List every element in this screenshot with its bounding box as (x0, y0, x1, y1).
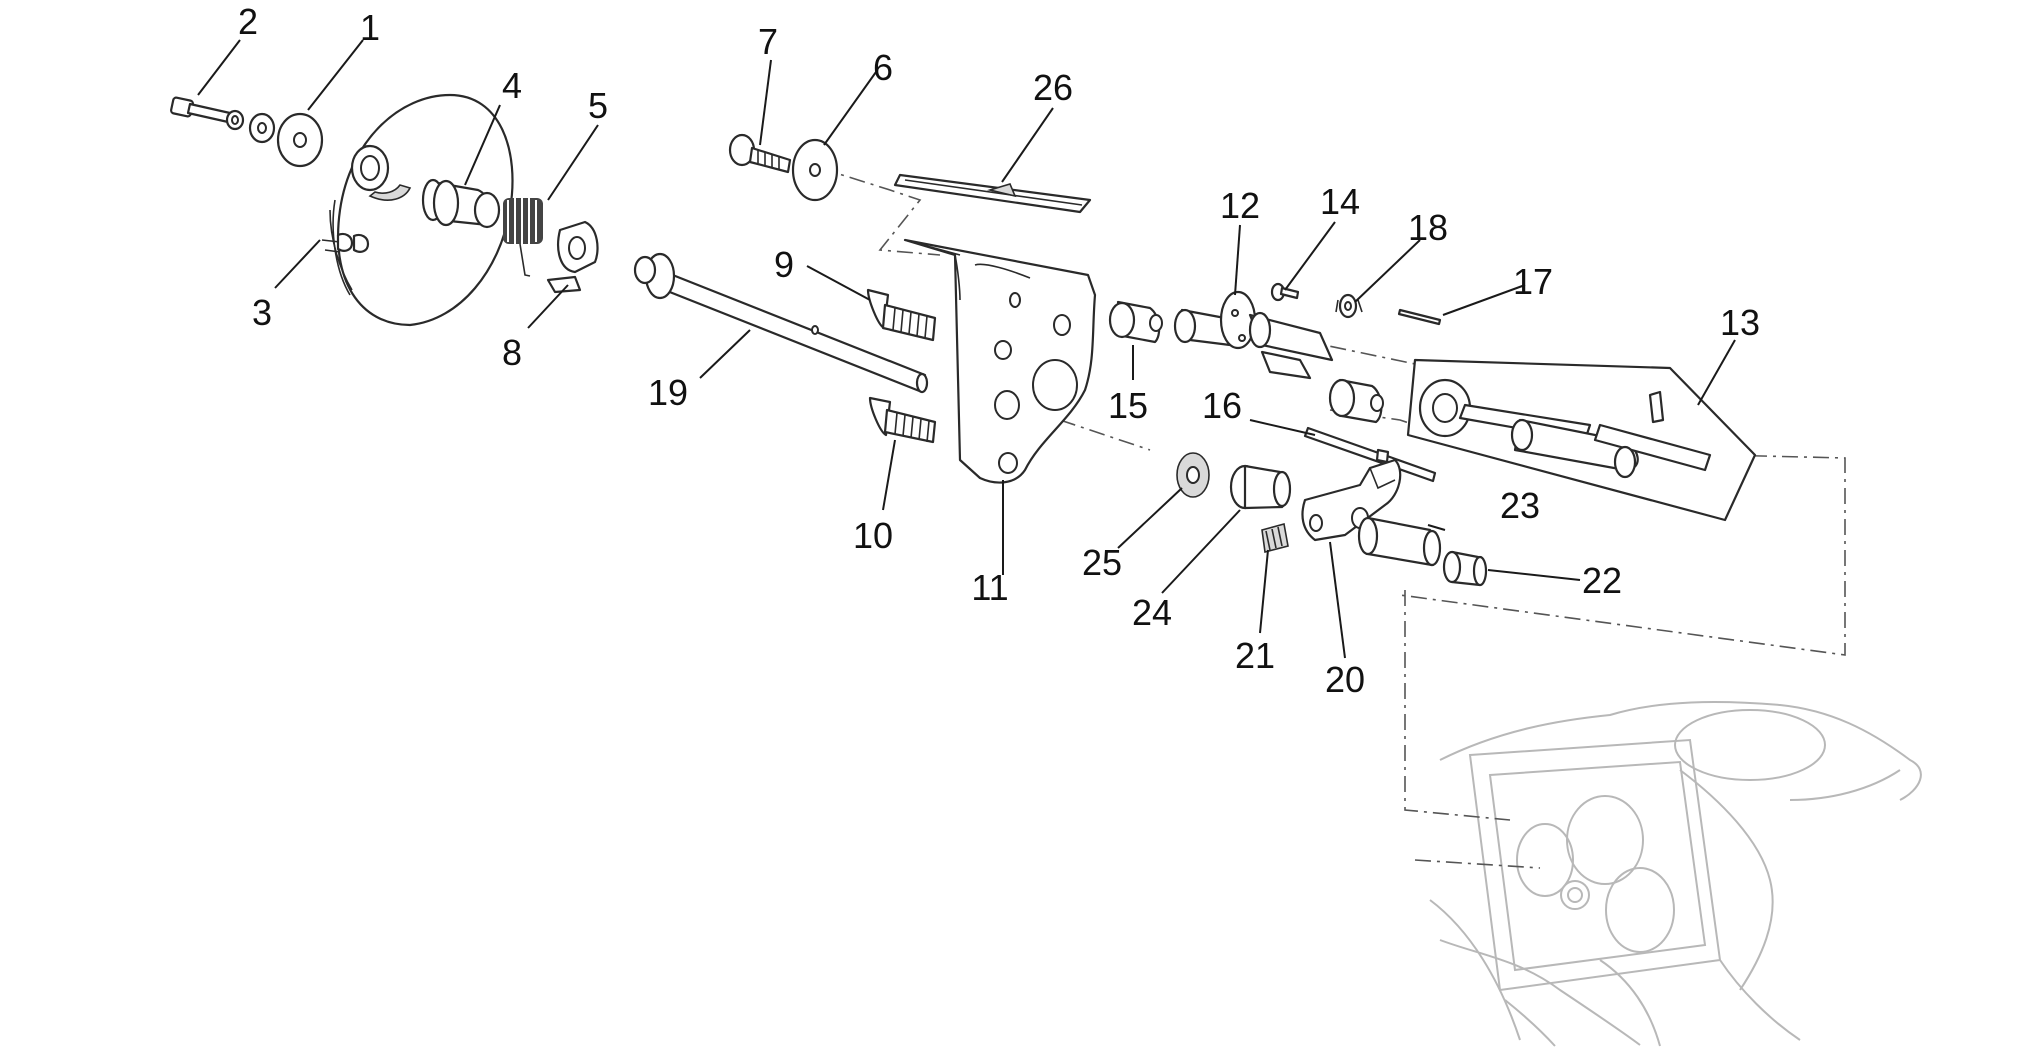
callout-17: 17 (1513, 261, 1553, 302)
alignment-lines (819, 167, 1846, 869)
part-24-bush (1229, 464, 1292, 510)
part-21-set-screw (1261, 522, 1289, 554)
part-22-bush (1442, 550, 1488, 587)
callout-15: 15 (1108, 385, 1148, 426)
part-25-washer (1176, 452, 1210, 498)
part-18-clip (1335, 293, 1363, 319)
part-10-screw (868, 396, 937, 444)
callout-25: 25 (1082, 542, 1122, 583)
callout-11: 11 (971, 567, 1008, 608)
engine-block-ghost (1429, 701, 1922, 1047)
callout-labels: 1 2 3 4 5 6 7 8 9 10 11 12 13 14 15 16 1… (238, 1, 1760, 700)
callout-10: 10 (853, 515, 893, 556)
callout-20: 20 (1325, 659, 1365, 700)
part-5-spring (503, 198, 543, 277)
callout-9: 9 (774, 244, 794, 285)
part-12-flanged-sleeve (1173, 290, 1334, 380)
callout-21: 21 (1235, 635, 1275, 676)
part-19-shaft (633, 252, 929, 394)
callout-8: 8 (502, 332, 522, 373)
part-26-gasket (893, 173, 1092, 214)
callout-4: 4 (502, 65, 522, 106)
callout-12: 12 (1220, 185, 1260, 226)
callout-16: 16 (1202, 385, 1242, 426)
part-6-7-washer-bolt (728, 133, 839, 202)
callout-24: 24 (1132, 592, 1172, 633)
callout-1: 1 (360, 7, 380, 48)
leader-lines (197, 39, 1736, 659)
part-13-cable-bracket (1406, 358, 1757, 522)
callout-2: 2 (238, 1, 258, 42)
callout-14: 14 (1320, 181, 1360, 222)
callout-7: 7 (758, 21, 778, 62)
callout-6: 6 (873, 47, 893, 88)
part-17-pin (1397, 308, 1442, 326)
part-23-lower-sleeve (1357, 516, 1442, 567)
callout-26: 26 (1033, 67, 1073, 108)
part-14-screw (1270, 282, 1300, 302)
part-11-bracket (903, 238, 1097, 484)
callout-18: 18 (1408, 207, 1448, 248)
part-23-upper-sleeve (1328, 378, 1384, 424)
part-9-screw (866, 288, 937, 342)
part-8-tab-washer (546, 220, 599, 294)
callout-19: 19 (648, 372, 688, 413)
callout-5: 5 (588, 85, 608, 126)
callout-22: 22 (1582, 560, 1622, 601)
part-15-sleeve (1108, 300, 1163, 344)
callout-3: 3 (252, 292, 272, 333)
callout-13: 13 (1720, 302, 1760, 343)
callout-23: 23 (1500, 485, 1540, 526)
part-2-bolt (170, 96, 324, 168)
part-4-bushing (421, 178, 501, 229)
